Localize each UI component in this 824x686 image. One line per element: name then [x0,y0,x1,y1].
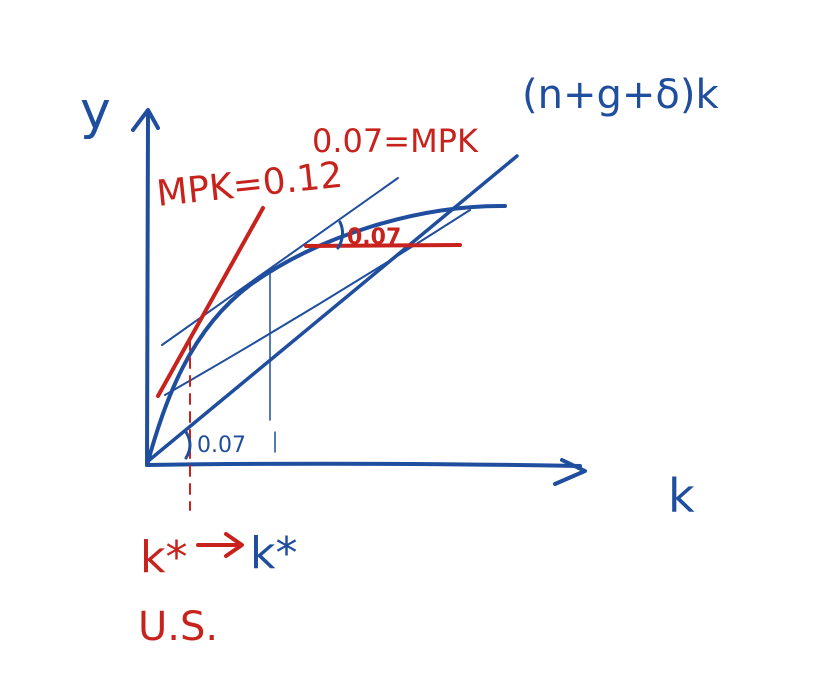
mpk-top-label: 0.07=MPK [312,122,479,160]
angle-arc-bottom [184,430,192,460]
k-star-red-label: k* [140,532,187,583]
depreciation-line [145,154,519,464]
x-axis-label: k [668,469,695,523]
red-horizontal-line [304,243,462,248]
red-lines [156,206,462,511]
angle-label-top: 0.07 [347,225,401,250]
x-axis-arrowhead [553,458,587,486]
k-star-blue-label: k* [250,528,297,579]
mpk-red-tangent-line [156,206,265,398]
k-transition-arrow [196,532,244,558]
steady-state-vertical-line [269,269,276,453]
tangent-line-flat [164,209,471,396]
y-axis [145,110,150,467]
axes [131,108,587,486]
depreciation-line-label: (n+g+δ)k [522,72,719,118]
x-axis [145,461,582,468]
country-label: U.S. [138,604,218,650]
angle-label-bottom: 0.07 [197,433,246,458]
y-axis-label: y [80,81,111,141]
production-function-curve [145,203,507,467]
y-axis-arrowhead [131,108,160,132]
angle-arc-top [336,220,345,250]
mpk-red-label: MPK=0.12 [155,155,345,215]
angle-marks [184,220,345,460]
